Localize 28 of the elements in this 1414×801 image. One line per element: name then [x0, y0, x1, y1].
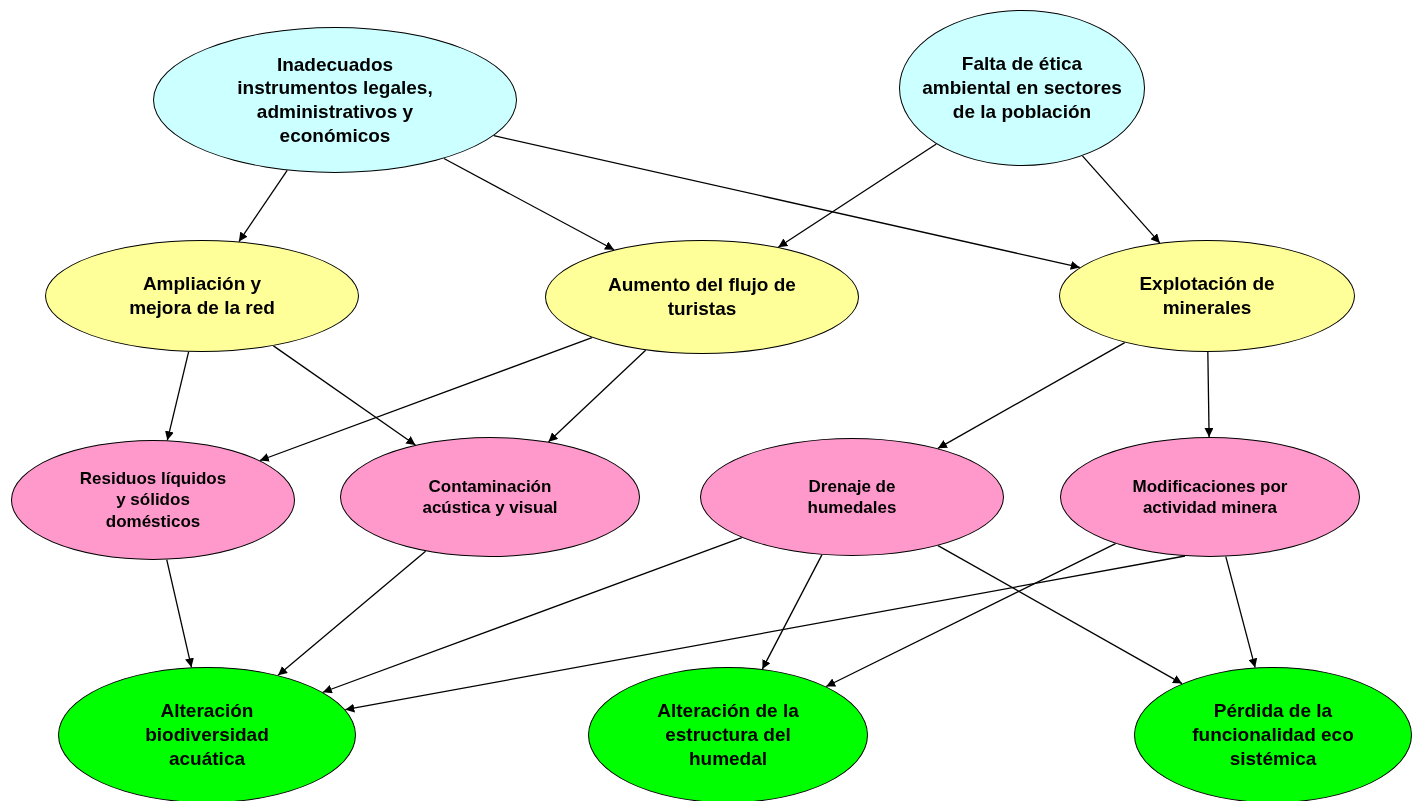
- arrow: [443, 157, 615, 251]
- arrow: [165, 351, 190, 441]
- node-label: Explotación de minerales: [1138, 272, 1276, 320]
- node-label: Pérdida de la funcionalidad eco sistémica: [1191, 699, 1355, 771]
- node-label: Alteración biodiversidad acuática: [144, 699, 270, 771]
- arrow: [493, 135, 1081, 270]
- arrow: [166, 559, 194, 668]
- arrow: [777, 143, 937, 248]
- node-label: Aumento del flujo de turistas: [607, 273, 797, 321]
- arrow: [259, 337, 593, 462]
- arrow: [937, 341, 1126, 449]
- node-label: Contaminación acústica y visual: [421, 475, 559, 519]
- arrow: [937, 545, 1183, 685]
- arrow: [272, 345, 417, 446]
- node-label: Falta de ética ambiental en sectores de la población: [922, 52, 1122, 124]
- arrow: [277, 550, 427, 676]
- arrow: [825, 542, 1117, 688]
- node-label: Ampliación y mejora de la red: [128, 272, 276, 320]
- node-label: Drenaje de humedales: [806, 475, 898, 519]
- arrow: [1204, 351, 1214, 438]
- arrow: [547, 349, 647, 443]
- node-label: Modificaciones por actividad minera: [1131, 475, 1289, 519]
- node-label: Alteración de la estructura del humedal: [656, 699, 800, 771]
- node-label: Inadecuados instrumentos legales, administrativos y económicos: [236, 52, 434, 148]
- arrow: [322, 537, 743, 694]
- arrow: [1081, 155, 1161, 244]
- arrow: [1225, 556, 1258, 669]
- node-label: Residuos líquidos y sólidos domésticos: [78, 468, 228, 532]
